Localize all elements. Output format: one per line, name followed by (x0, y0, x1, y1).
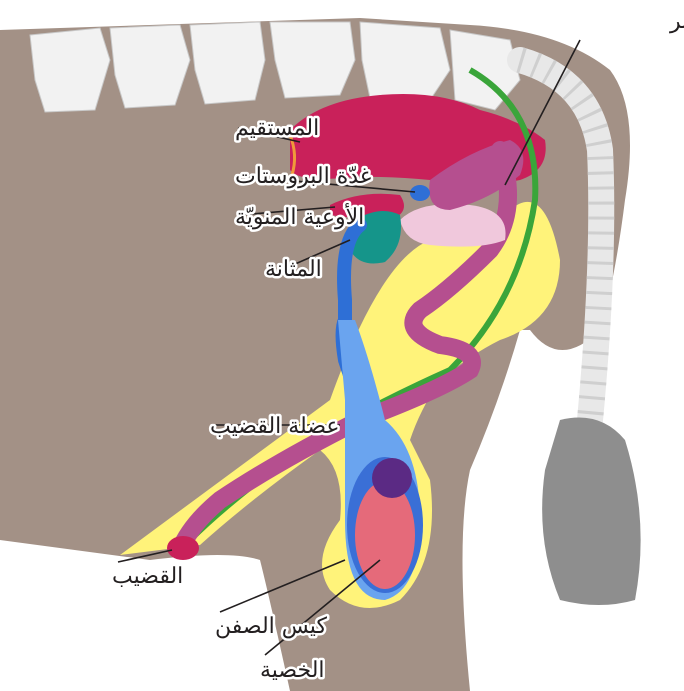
penis-tip (167, 536, 199, 560)
label-vas-deferens: الأوعية المنويّة (235, 202, 364, 230)
label-scrotum: كيس الصفن (215, 614, 327, 639)
prostate-gland (410, 185, 430, 201)
label-cowper-gland: غدة كوبر (669, 9, 684, 34)
epididymis (372, 458, 412, 498)
accessory-gland (400, 204, 506, 247)
label-rectum: المستقيم (235, 116, 319, 141)
label-prostate: غدّة البروستات (235, 164, 371, 189)
label-bladder: المثانة (265, 257, 322, 282)
tail-tuft (542, 418, 640, 606)
label-penis-muscle: عضلة القضيب (210, 414, 340, 439)
label-penis: القضيب (112, 564, 183, 589)
label-testis: الخصية (260, 658, 325, 683)
